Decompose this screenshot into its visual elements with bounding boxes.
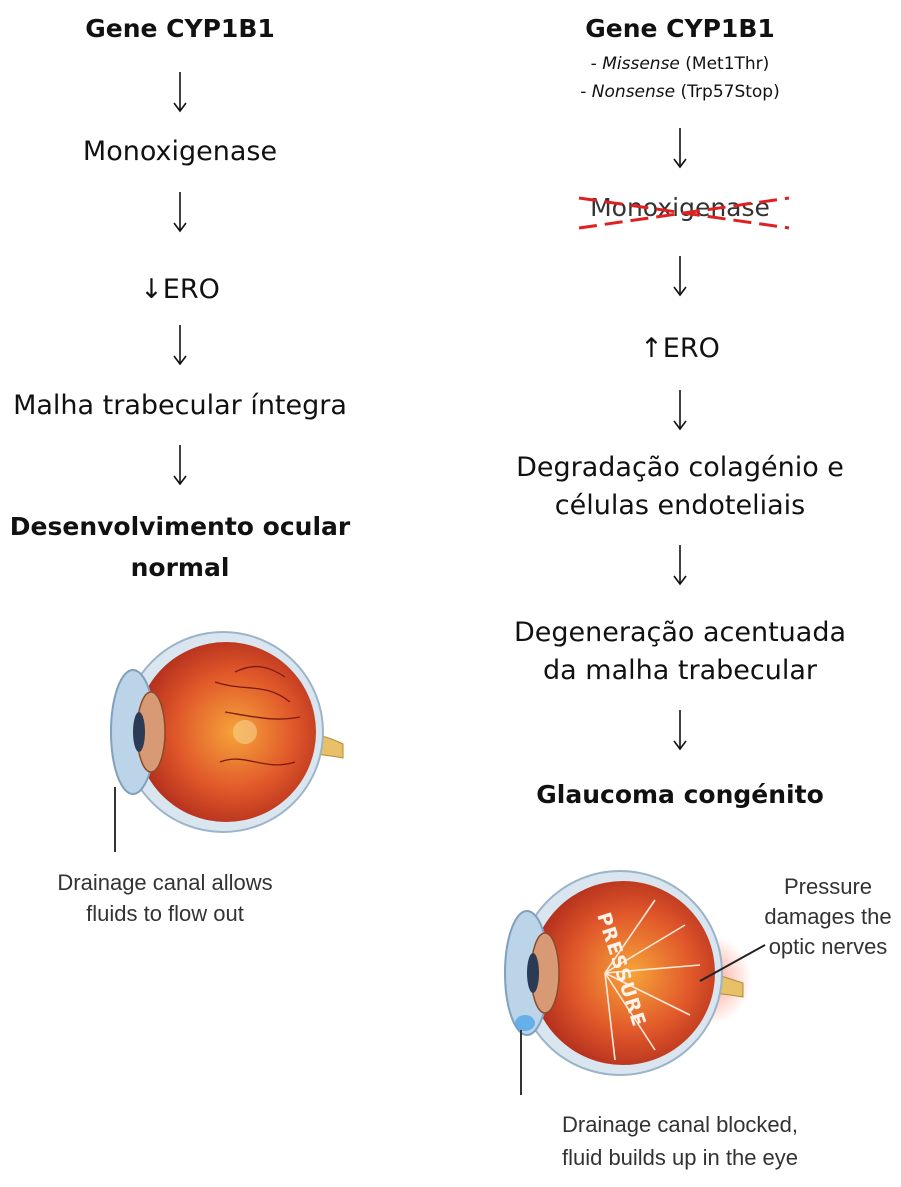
left-arrow-2 bbox=[170, 190, 190, 234]
right-result: Glaucoma congénito bbox=[536, 780, 824, 809]
left-result-line2: normal bbox=[131, 553, 230, 582]
left-malha-integra: Malha trabecular íntegra bbox=[13, 390, 347, 421]
left-ero-decrease: ↓ERO bbox=[140, 274, 220, 305]
nonsense-label: Nonsense bbox=[592, 82, 675, 102]
right-ero-increase: ↑ERO bbox=[640, 333, 720, 364]
left-eye-caption-line1: Drainage canal allows bbox=[57, 868, 272, 898]
left-eye-caption-line2: fluids to flow out bbox=[86, 899, 244, 929]
left-monoxigenase: Monoxigenase bbox=[83, 136, 277, 167]
right-arrow-3 bbox=[670, 388, 690, 432]
left-arrow-4 bbox=[170, 443, 190, 487]
right-ero-label: ERO bbox=[663, 333, 720, 364]
right-arrow-2 bbox=[670, 254, 690, 298]
pressure-caption-line3: optic nerves bbox=[769, 932, 888, 962]
up-arrow-icon: ↑ bbox=[640, 333, 663, 364]
degeneracao-line2: da malha trabecular bbox=[543, 655, 817, 686]
nonsense-code: (Trp57Stop) bbox=[675, 82, 780, 102]
degradacao-line1: Degradação colagénio e bbox=[516, 452, 844, 483]
degeneracao-line1: Degeneração acentuada bbox=[514, 617, 846, 648]
cross-out-mark bbox=[575, 190, 795, 236]
right-eye-caption-line2: fluid builds up in the eye bbox=[562, 1143, 798, 1173]
left-ero-label: ERO bbox=[163, 274, 220, 305]
nonsense-dash: - bbox=[580, 82, 592, 102]
left-gene-title: Gene CYP1B1 bbox=[85, 14, 275, 43]
left-arrow-3 bbox=[170, 323, 190, 367]
left-arrow-1 bbox=[170, 70, 190, 114]
left-result-line1: Desenvolvimento ocular bbox=[10, 512, 350, 541]
glaucoma-eye-illustration: PRESSURE bbox=[485, 855, 775, 1095]
pressure-caption-line2: damages the bbox=[764, 902, 891, 932]
degradacao-line2: células endoteliais bbox=[555, 490, 805, 521]
missense-dash: - bbox=[591, 54, 603, 74]
nonsense-mutation: - Nonsense (Trp57Stop) bbox=[580, 82, 779, 102]
down-arrow-icon: ↓ bbox=[140, 274, 163, 305]
right-gene-title: Gene CYP1B1 bbox=[585, 14, 775, 43]
right-arrow-1 bbox=[670, 126, 690, 170]
missense-label: Missense bbox=[602, 54, 680, 74]
missense-mutation: - Missense (Met1Thr) bbox=[591, 54, 770, 74]
missense-code: (Met1Thr) bbox=[680, 54, 769, 74]
pressure-caption-line1: Pressure bbox=[784, 872, 872, 902]
right-arrow-4 bbox=[670, 543, 690, 587]
right-arrow-5 bbox=[670, 708, 690, 752]
normal-eye-illustration bbox=[95, 622, 345, 852]
right-eye-caption-line1: Drainage canal blocked, bbox=[562, 1110, 798, 1140]
